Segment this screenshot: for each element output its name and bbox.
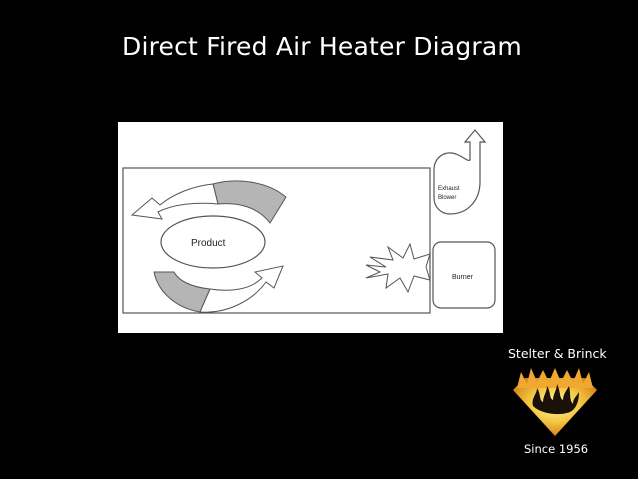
slide-title: Direct Fired Air Heater Diagram — [122, 32, 522, 61]
product-ellipse — [160, 215, 266, 269]
exhaust-blower — [433, 129, 487, 215]
burner-flame-burst — [365, 242, 431, 294]
recirculation-arrow-bottom — [199, 265, 284, 313]
recirculation-arrow-top — [130, 183, 219, 220]
company-name: Stelter & Brinck — [508, 346, 607, 361]
recirculation-arrow-bottom-shaded — [153, 271, 211, 313]
heater-diagram: Product Burner Exhaust Blower — [118, 122, 503, 333]
flame-diamond-icon — [511, 368, 599, 443]
heater-chamber — [122, 167, 431, 314]
since-text: Since 1956 — [524, 442, 589, 456]
exhaust-label-line2: Blower — [438, 195, 456, 201]
logo-flame-shapes — [532, 384, 579, 415]
recirculation-arrow-top-shaded — [212, 180, 287, 224]
burner-box — [432, 241, 496, 309]
burner-label: Burner — [452, 274, 474, 281]
logo-flame-rays — [517, 368, 593, 388]
exhaust-label-line1: Exhaust — [438, 186, 460, 192]
product-label: Product — [191, 238, 226, 249]
